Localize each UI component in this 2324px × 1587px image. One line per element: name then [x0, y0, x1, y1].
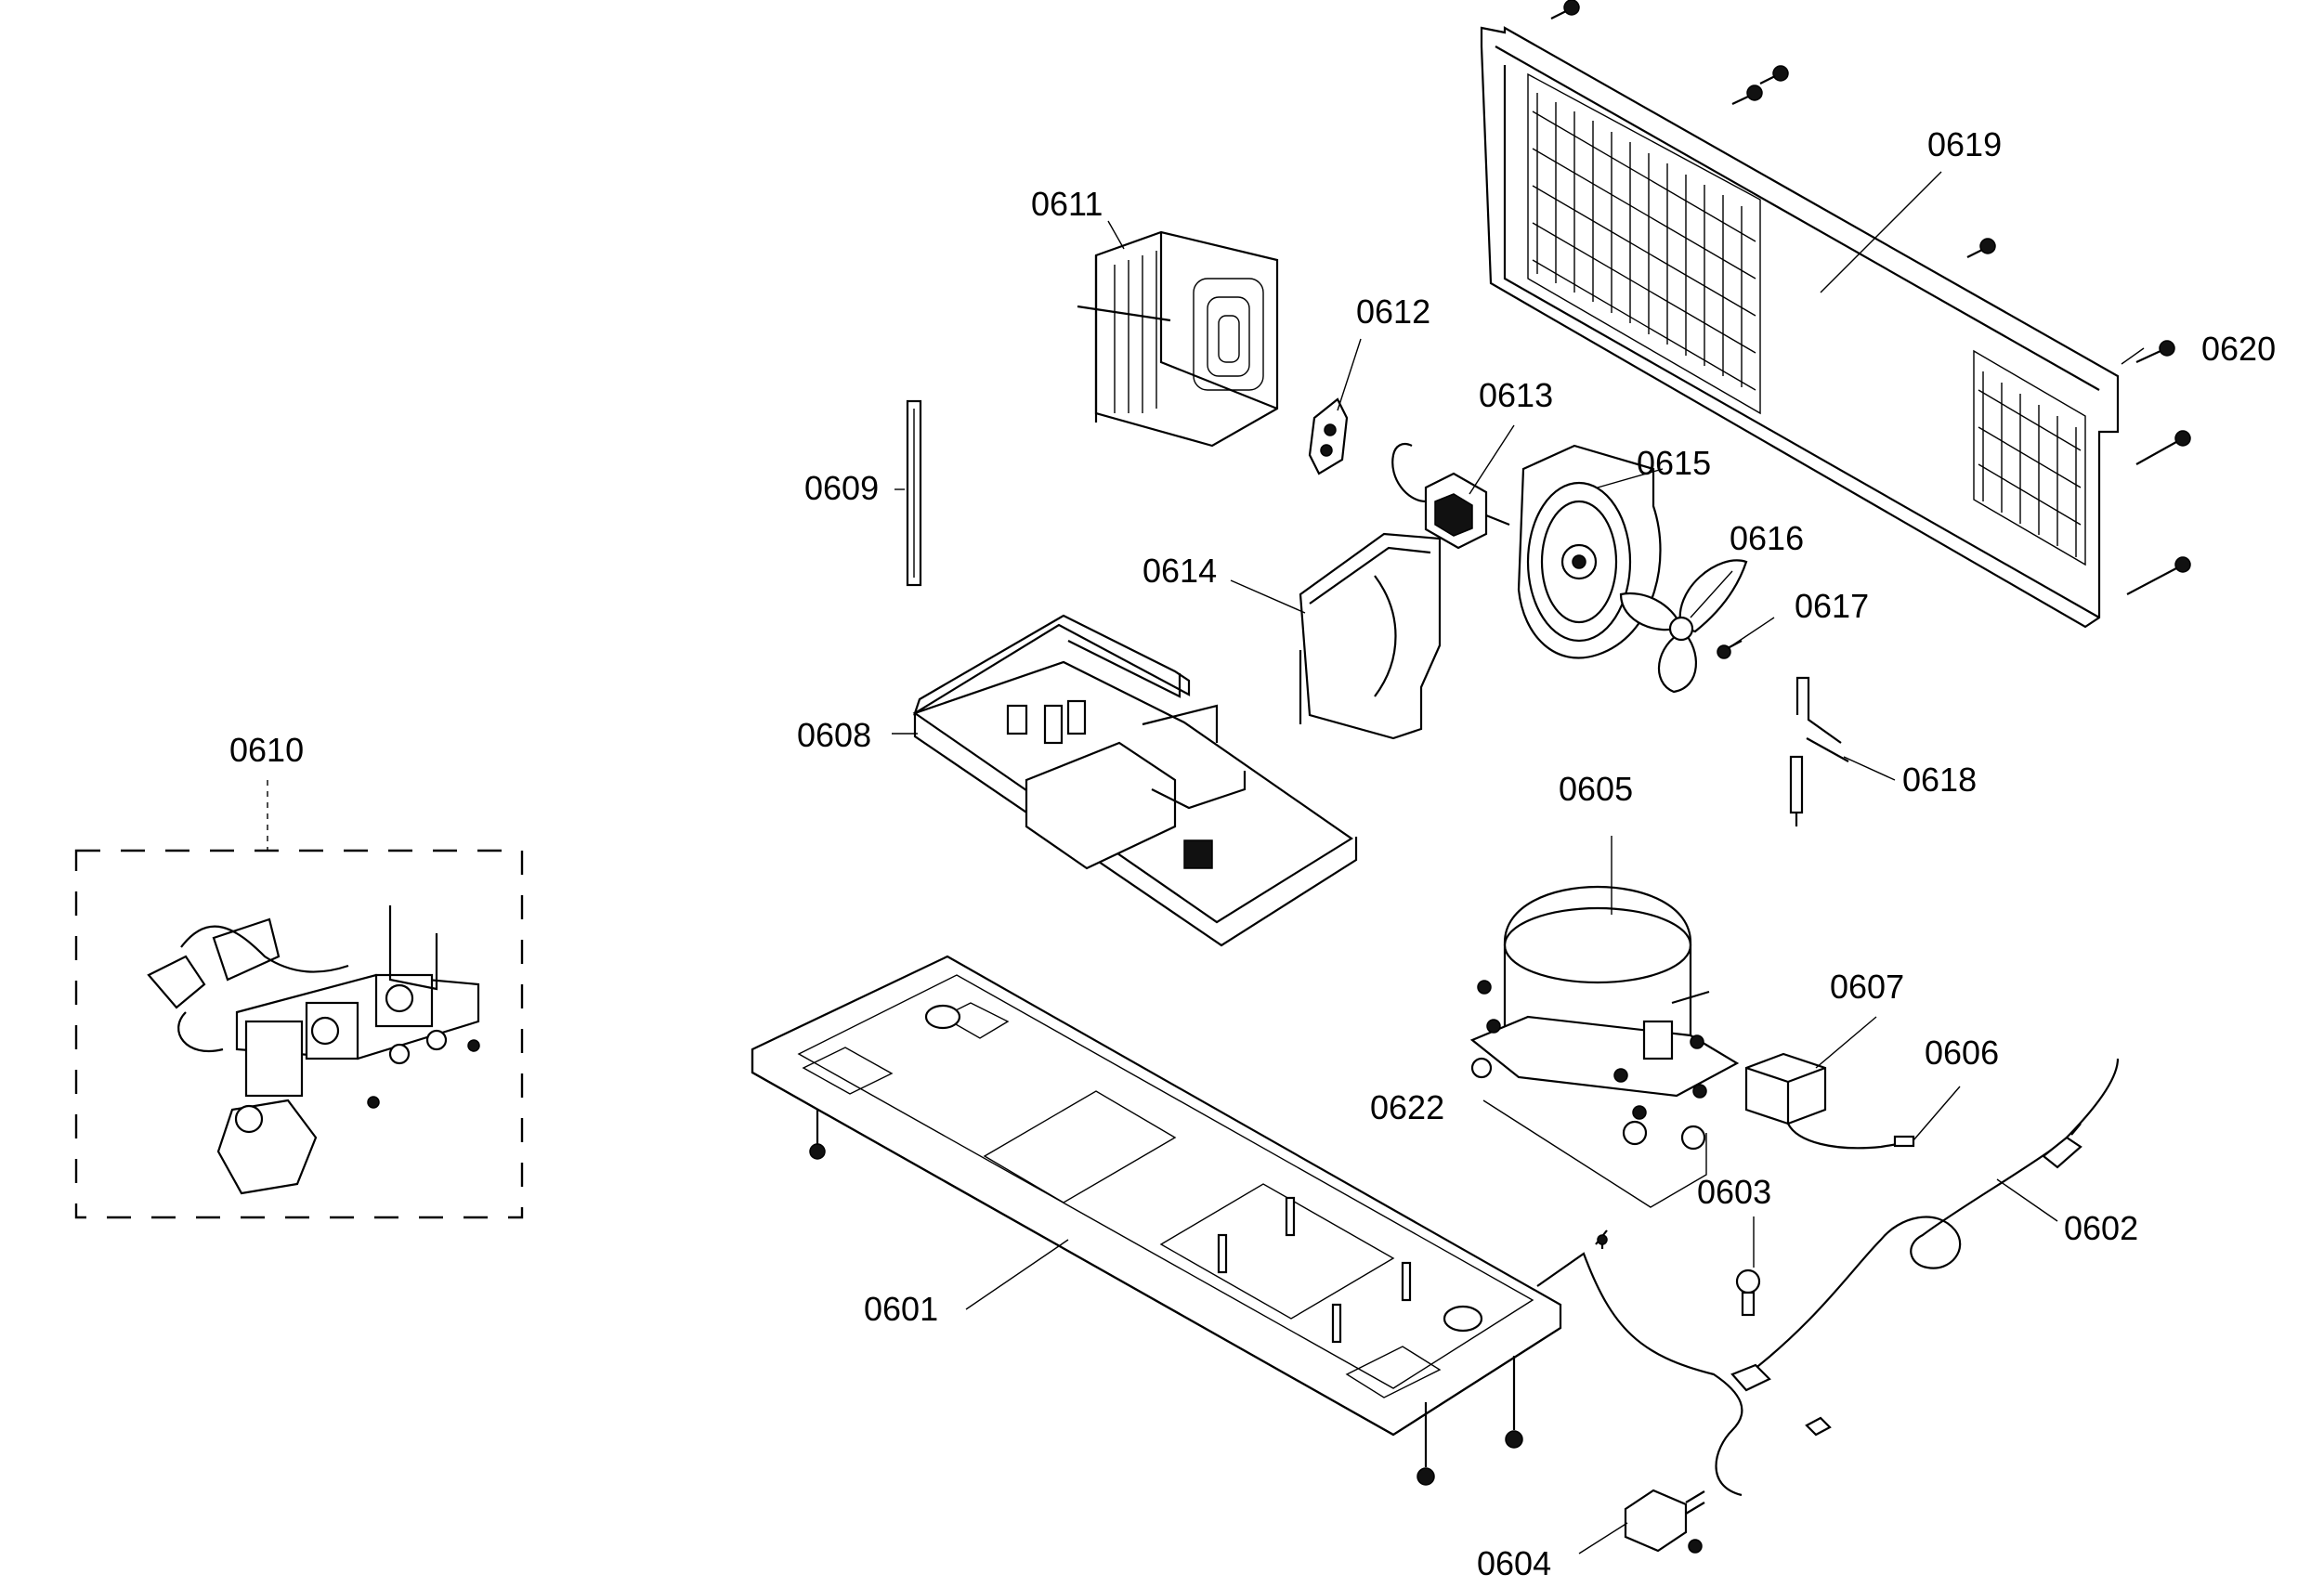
leader-lines [892, 171, 2145, 1554]
label-0620: 0620 [2201, 330, 2276, 368]
label-0606: 0606 [1925, 1034, 1999, 1072]
part-0606-terminal [1893, 1135, 1915, 1148]
label-0614: 0614 [1142, 552, 1217, 590]
part-labels: 0601 0602 0603 0604 0605 0606 0607 0608 … [229, 125, 2276, 1582]
part-0618-sensor [1789, 676, 1849, 826]
label-0602: 0602 [2064, 1209, 2138, 1247]
label-0616: 0616 [1730, 519, 1804, 557]
label-0612: 0612 [1356, 293, 1430, 331]
part-0611-condenser [1077, 230, 1279, 448]
part-0609-tube [906, 399, 922, 587]
part-0619-back-cover [1480, 26, 2120, 629]
part-0605-compressor [1469, 886, 1740, 1151]
part-0603-screw [1735, 1268, 1761, 1317]
part-0617-screw [1717, 640, 1743, 659]
label-0613: 0613 [1479, 376, 1553, 414]
part-0616-fan-blade [1619, 559, 1748, 694]
part-0610-water-valve-assembly [74, 780, 524, 1219]
part-0608-control-tray [912, 614, 1358, 947]
part-0606-wire [1787, 1123, 1910, 1150]
label-0615: 0615 [1637, 444, 1711, 482]
label-0618: 0618 [1902, 761, 1977, 799]
label-0603: 0603 [1697, 1173, 1771, 1211]
part-0601-screws [809, 1110, 1523, 1486]
label-0622: 0622 [1370, 1088, 1444, 1126]
part-0613-fan-motor [1391, 442, 1510, 550]
label-0619: 0619 [1927, 125, 2002, 163]
label-0617: 0617 [1795, 587, 1869, 625]
part-0612-grommet [1308, 397, 1349, 475]
label-0601: 0601 [864, 1290, 938, 1328]
part-0604-plug [1624, 1489, 1705, 1554]
part-0607-relay [1744, 1052, 1827, 1125]
label-0607: 0607 [1830, 968, 1904, 1006]
label-0610: 0610 [229, 731, 304, 769]
label-0604: 0604 [1477, 1544, 1551, 1582]
part-0620-screws [1550, 0, 2191, 595]
part-0614-fan-shroud [1299, 532, 1442, 740]
label-0608: 0608 [797, 716, 871, 754]
label-0609: 0609 [804, 469, 879, 507]
label-0605: 0605 [1559, 770, 1633, 808]
label-0611: 0611 [1031, 185, 1103, 223]
part-0601-base-plate [751, 955, 1562, 1437]
part-0602-power-cord [1536, 1058, 2120, 1497]
